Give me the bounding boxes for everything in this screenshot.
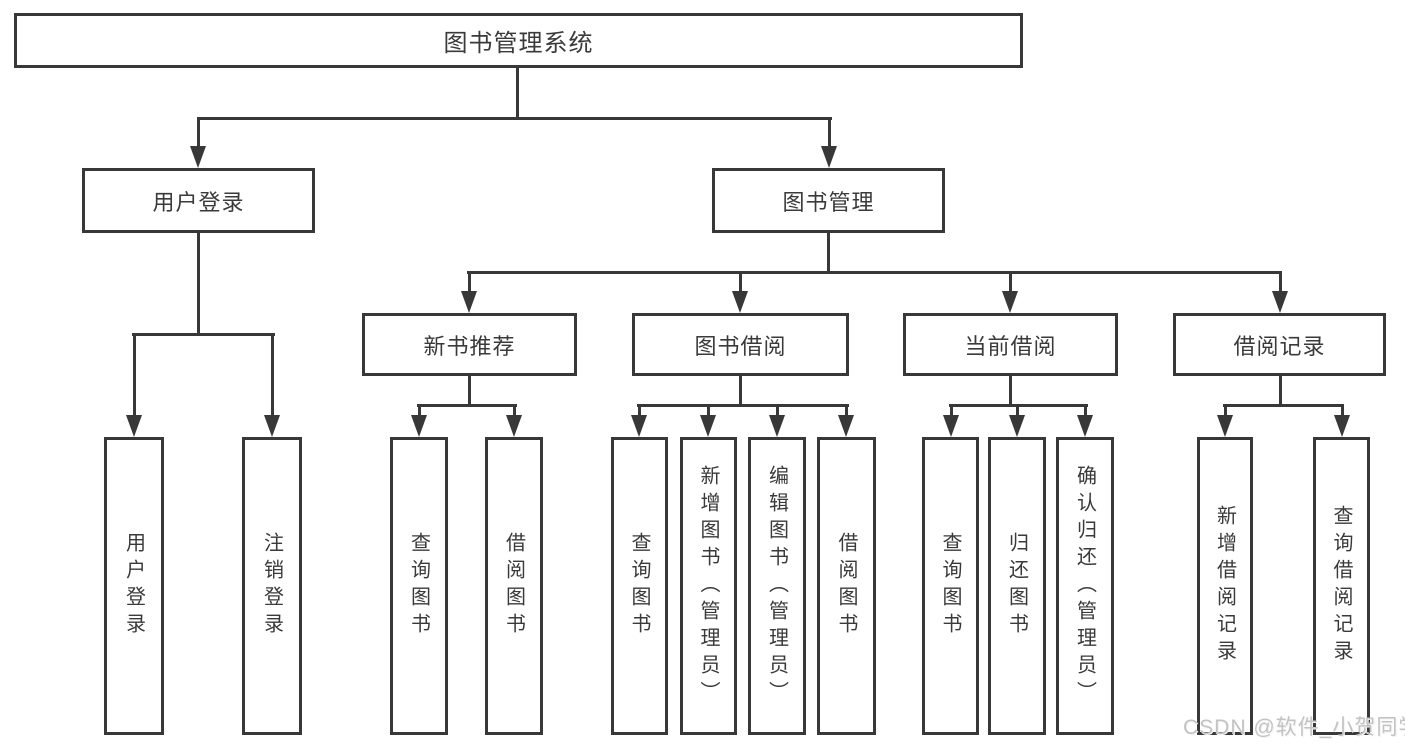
arrow-down: [126, 334, 142, 437]
connector: [1279, 376, 1282, 407]
leaf-query-books: 查询图书: [390, 437, 448, 735]
arrow-down: [1077, 405, 1093, 437]
node-label: 新增借阅记录: [1213, 505, 1236, 667]
node-user-login: 用户登录: [82, 168, 315, 233]
connector: [827, 233, 830, 274]
node-current-borrowing: 当前借阅: [903, 313, 1118, 376]
node-label: 图书管理系统: [443, 30, 594, 57]
node-label: 查询图书: [407, 532, 430, 640]
node-label: 新书推荐: [423, 333, 516, 359]
node-label: 注销登录: [260, 532, 283, 640]
connector: [739, 376, 742, 407]
connector: [468, 376, 471, 407]
node-library-management-system: 图书管理系统: [14, 13, 1023, 68]
arrow-down: [1272, 272, 1288, 313]
connector: [417, 404, 517, 407]
arrow-down: [411, 405, 427, 437]
node-borrowing-records: 借阅记录: [1173, 313, 1386, 376]
node-label: 借阅图书: [502, 532, 525, 640]
arrow-down: [264, 334, 280, 437]
node-label: 借阅记录: [1233, 333, 1326, 359]
arrow-down: [838, 405, 854, 437]
arrow-down: [506, 405, 522, 437]
leaf-edit-book-admin: 编辑图书（管理员）: [748, 437, 806, 735]
connector: [637, 404, 849, 407]
node-label: 用户登录: [152, 189, 245, 215]
connector: [516, 68, 519, 120]
connector: [467, 271, 1282, 274]
leaf-borrow-books: 借阅图书: [485, 437, 543, 735]
leaf-query-books: 查询图书: [611, 437, 668, 735]
node-label: 查询借阅记录: [1330, 505, 1352, 667]
arrow-down: [732, 272, 748, 313]
leaf-add-book-admin: 新增图书（管理员）: [680, 437, 737, 735]
leaf-query-books: 查询图书: [922, 437, 979, 735]
arrow-down: [943, 405, 959, 437]
csdn-watermark: CSDN @软件_小贺同学: [1183, 716, 1405, 739]
arrow-down: [769, 405, 785, 437]
arrow-down: [190, 118, 206, 168]
arrow-down: [821, 118, 837, 168]
connector: [197, 233, 200, 336]
node-label: 借阅图书: [835, 532, 857, 640]
arrow-down: [700, 405, 716, 437]
node-label: 编辑图书（管理员）: [765, 464, 788, 708]
arrow-down: [1009, 405, 1025, 437]
leaf-confirm-return-admin: 确认归还（管理员）: [1056, 437, 1114, 735]
arrow-down: [461, 272, 477, 313]
leaf-borrow-books: 借阅图书: [817, 437, 876, 735]
arrow-down: [631, 405, 647, 437]
connector: [1223, 404, 1344, 407]
node-label: 确认归还（管理员）: [1073, 464, 1096, 708]
connector: [1009, 376, 1012, 407]
node-label: 查询图书: [628, 532, 650, 640]
leaf-logout: 注销登录: [242, 437, 302, 735]
leaf-user-login: 用户登录: [104, 437, 164, 735]
node-label: 归还图书: [1005, 532, 1028, 640]
node-label: 用户登录: [122, 532, 145, 640]
node-new-book-recommendation: 新书推荐: [362, 313, 577, 376]
connector: [197, 117, 832, 120]
node-label: 图书管理: [782, 189, 875, 215]
node-book-borrowing: 图书借阅: [632, 313, 849, 376]
node-label: 查询图书: [939, 532, 961, 640]
node-label: 图书借阅: [694, 333, 787, 359]
node-label: 新增图书（管理员）: [697, 464, 719, 708]
connector: [132, 333, 275, 336]
connector: [949, 404, 1088, 407]
leaf-add-borrowing-record: 新增借阅记录: [1197, 437, 1253, 735]
arrow-down: [1217, 405, 1233, 437]
node-label: 当前借阅: [964, 333, 1057, 359]
leaf-query-borrowing-record: 查询借阅记录: [1313, 437, 1370, 735]
arrow-down: [1002, 272, 1018, 313]
arrow-down: [1334, 405, 1350, 437]
node-book-management: 图书管理: [712, 168, 945, 233]
leaf-return-books: 归还图书: [988, 437, 1046, 735]
